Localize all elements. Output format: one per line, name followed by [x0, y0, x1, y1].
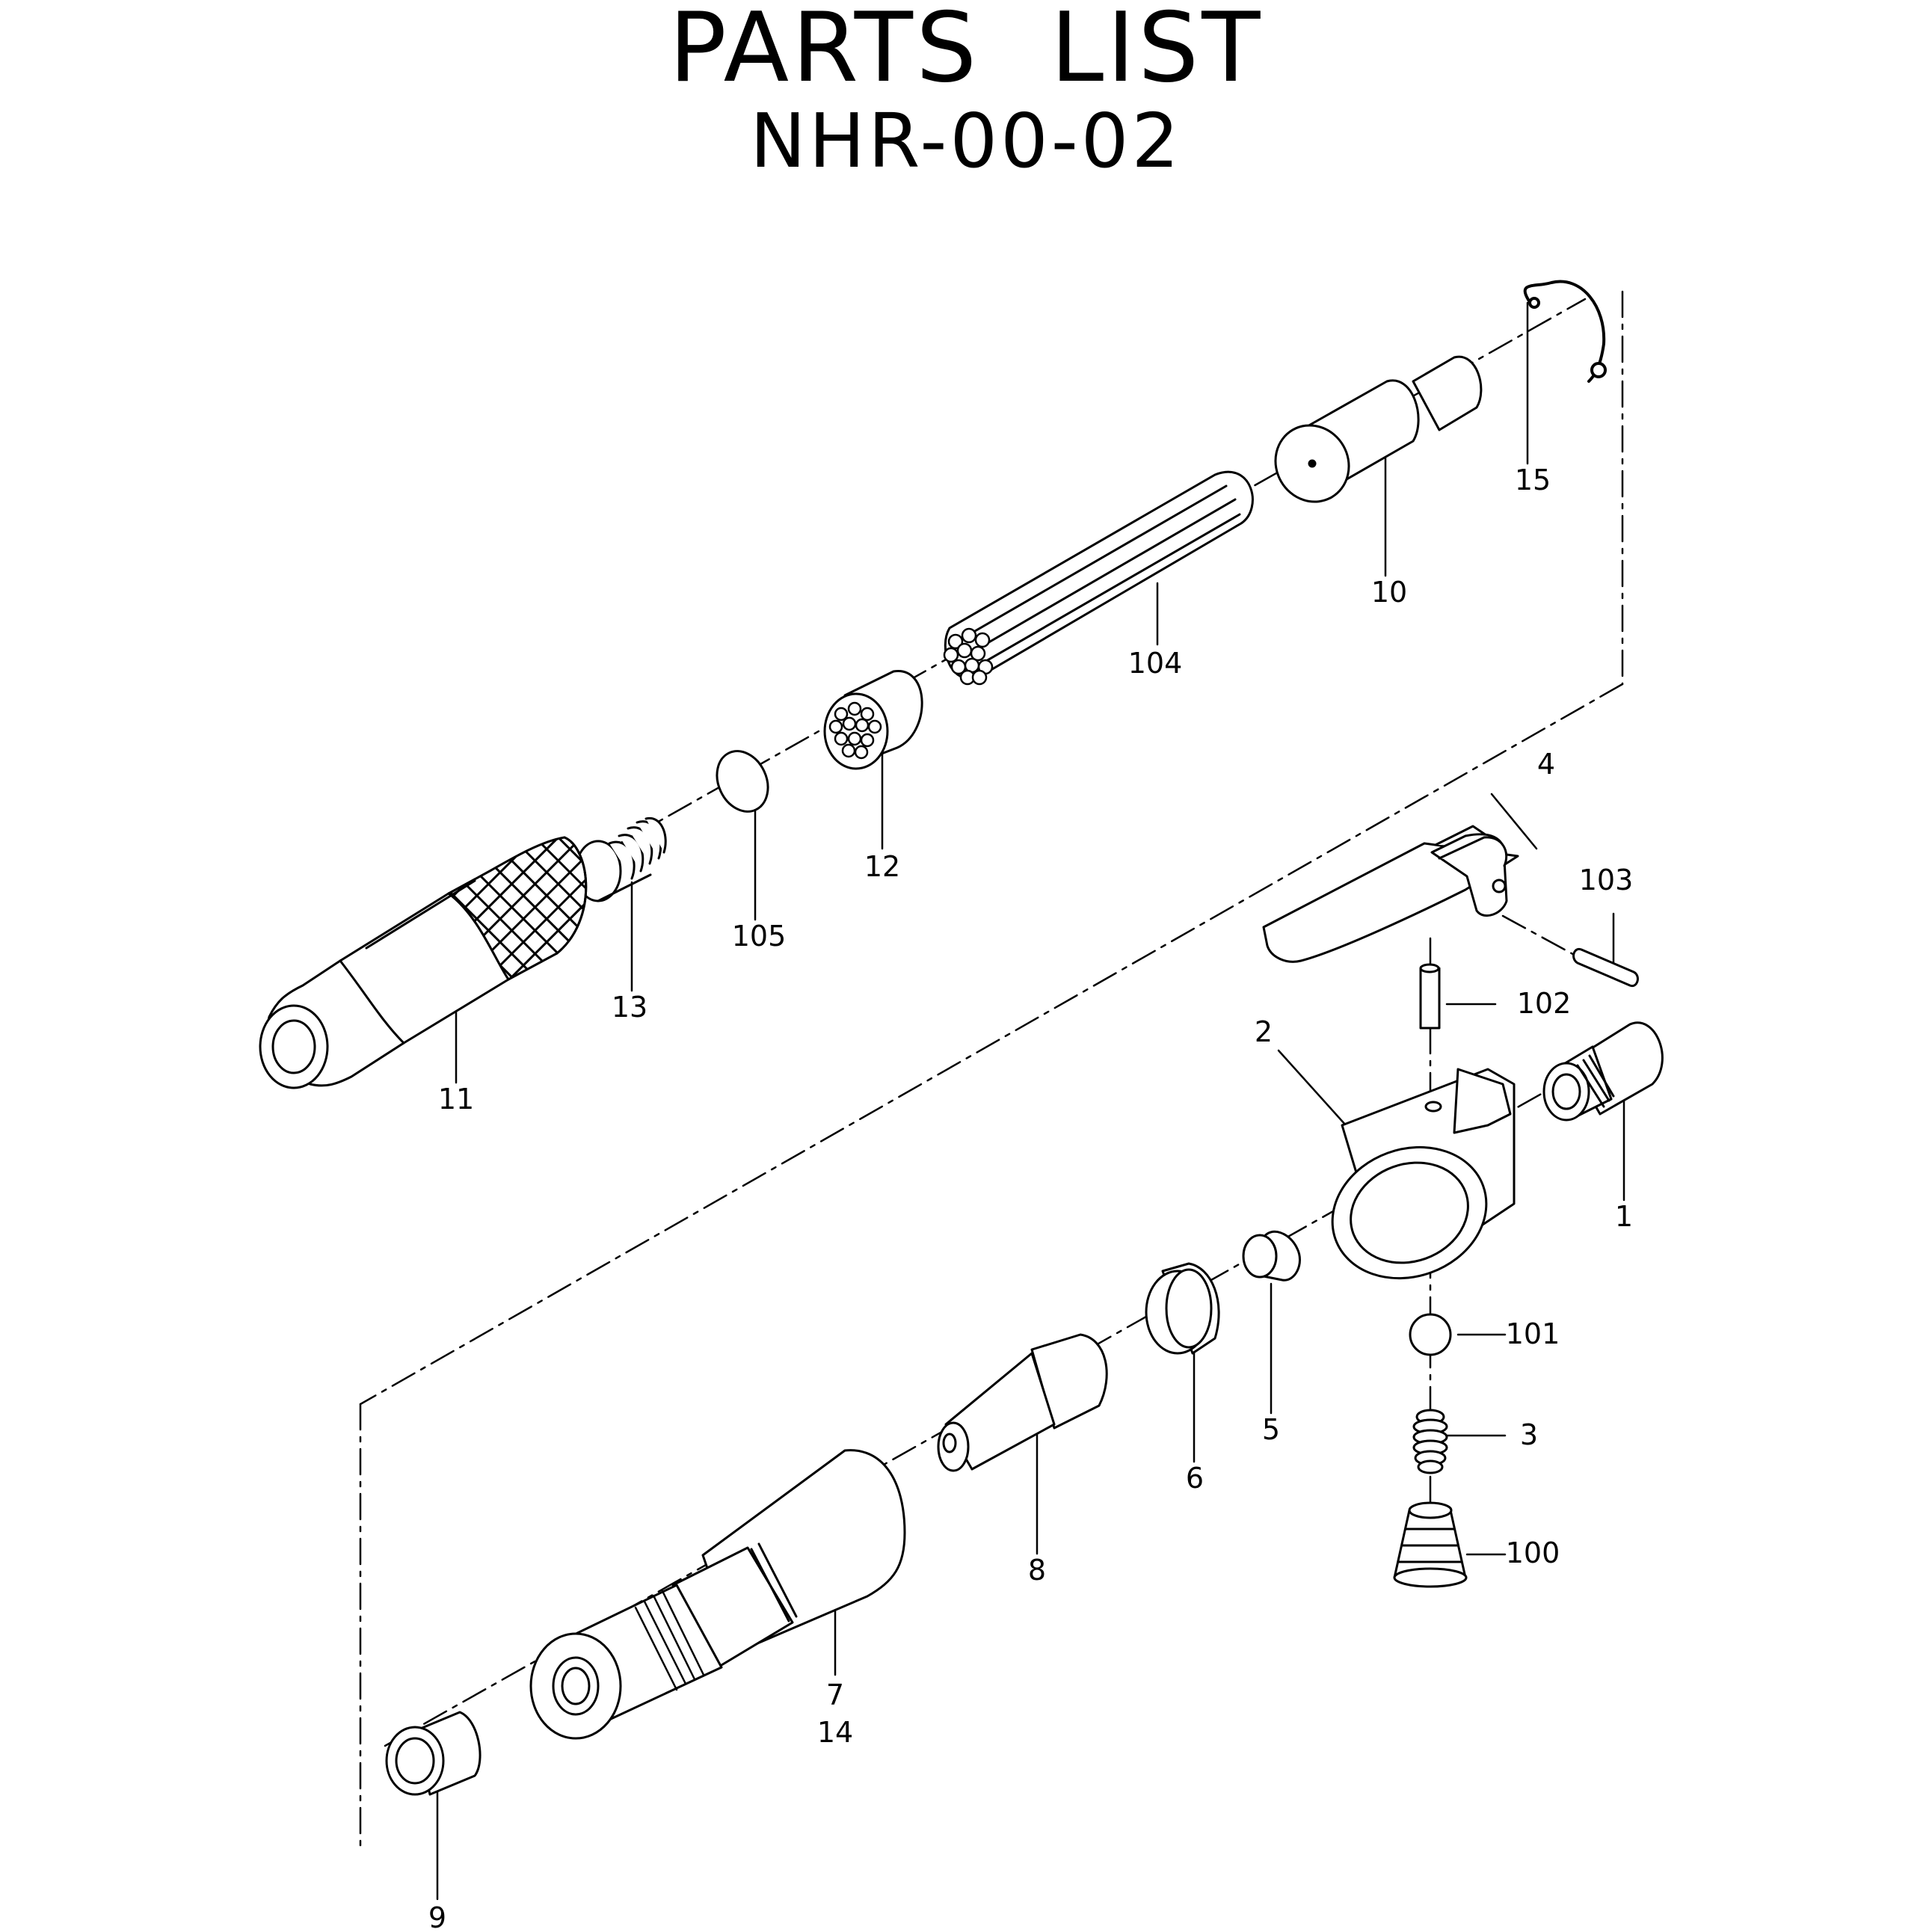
frame-diagonal-line: [359, 683, 1624, 1406]
holder-holes: [828, 701, 882, 760]
callout-13: 13: [612, 991, 647, 1024]
leader-4: [1490, 793, 1538, 850]
callout-103: 103: [1579, 864, 1634, 896]
callout-105: 105: [732, 920, 787, 953]
end-bushing-part-9: [385, 1711, 482, 1796]
reference-lines: [359, 290, 1624, 1854]
thread-rings: [634, 1590, 705, 1691]
valve-pin-part-102: [1419, 963, 1441, 1030]
throttle-lever-part-4: [1262, 825, 1519, 963]
callout-8: 8: [1028, 1554, 1046, 1587]
callout-6: 6: [1186, 1462, 1204, 1495]
callout-102: 102: [1517, 987, 1572, 1020]
retaining-ring-part-15: [1523, 280, 1607, 383]
callout-101: 101: [1506, 1317, 1560, 1350]
ball-part-101: [1409, 1313, 1452, 1356]
leader-2: [1277, 1049, 1347, 1127]
callout-9: 9: [428, 1901, 446, 1932]
needle-tips: [943, 627, 994, 686]
callout-12: 12: [864, 850, 900, 883]
callout-2: 2: [1255, 1015, 1273, 1048]
valve-housing-part-2: [1331, 1068, 1516, 1280]
bushing-part-6: [1145, 1262, 1220, 1355]
callout-3: 3: [1520, 1418, 1538, 1451]
spring-part-13: [574, 817, 667, 902]
leader-lines: [436, 301, 1625, 1901]
washer-part-105: [716, 750, 769, 813]
nozzle-sleeve-part-11: [259, 836, 588, 1089]
callout-1: 1: [1615, 1200, 1633, 1233]
callout-15: 15: [1515, 464, 1551, 496]
callout-100: 100: [1506, 1536, 1560, 1569]
plunger-part-8: [937, 1333, 1108, 1472]
valve-spring-part-3: [1412, 1409, 1448, 1474]
inlet-fitting-part-1: [1542, 1021, 1664, 1122]
callout-14: 14: [817, 1716, 853, 1749]
callout-labels: 15 10 104 12 105 13 11 4 103 102 2 1 101…: [428, 464, 1633, 1932]
piston-part-10: [1274, 355, 1483, 503]
callout-5: 5: [1262, 1413, 1280, 1446]
callout-10: 10: [1371, 576, 1407, 609]
valve-cap-part-5: [1242, 1230, 1301, 1282]
callout-4: 4: [1537, 748, 1555, 781]
callout-7: 7: [826, 1679, 844, 1711]
pin-axis-line: [1501, 914, 1587, 962]
needle-holder-part-12: [823, 670, 923, 770]
callout-104: 104: [1128, 647, 1183, 680]
cylinder-body-part-7: [529, 1449, 906, 1740]
needle-bundle-part-104: [943, 470, 1254, 686]
callout-11: 11: [438, 1083, 474, 1116]
page-title: PARTS LIST: [668, 0, 1264, 104]
model-number: NHR-00-02: [749, 97, 1183, 185]
lever-pin-part-103: [1572, 947, 1639, 988]
cone-filter-part-100: [1393, 1501, 1468, 1588]
